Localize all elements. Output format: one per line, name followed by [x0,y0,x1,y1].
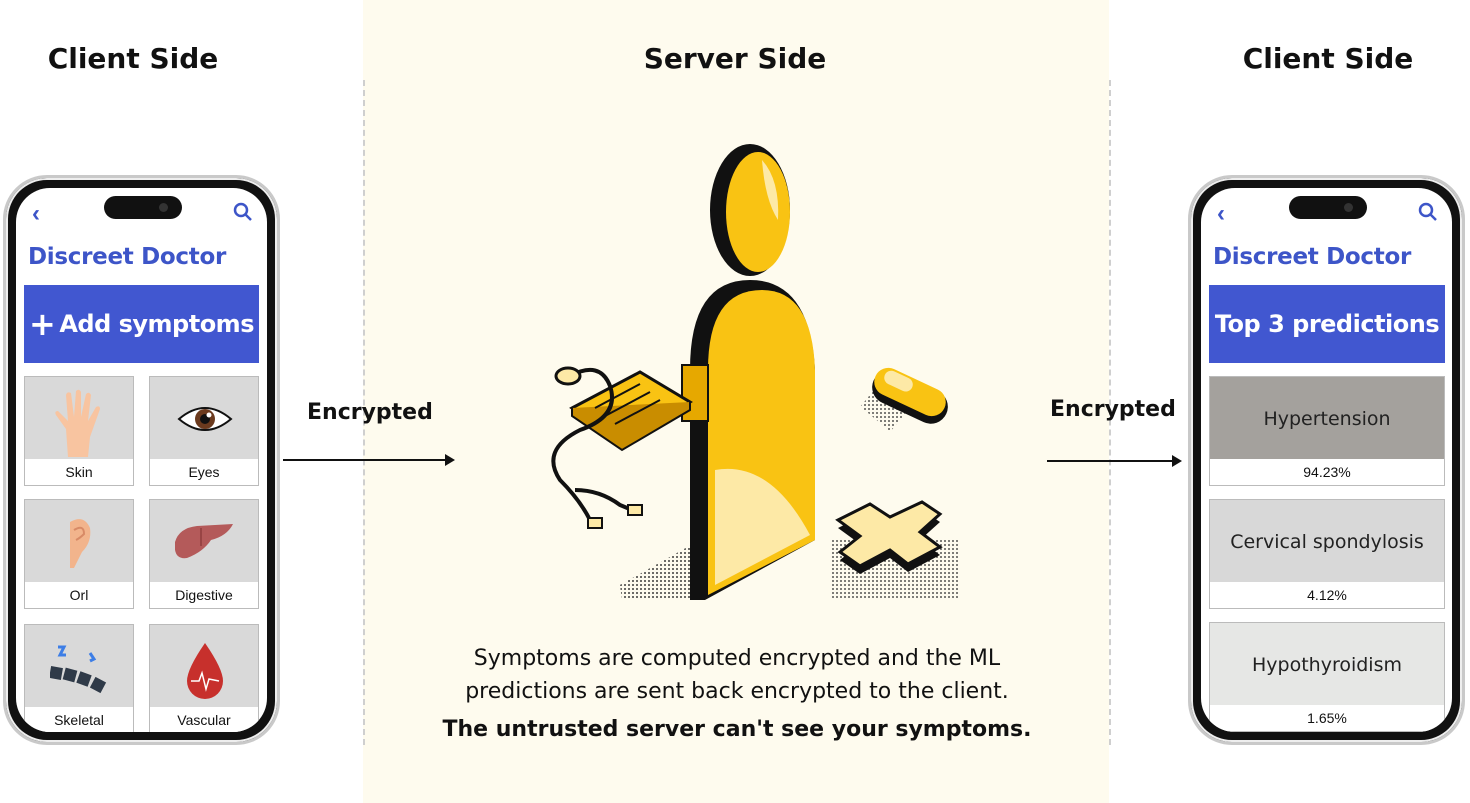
medical-cross-icon [830,500,960,600]
stethoscope-icon [551,367,633,521]
clipboard-icon [569,370,693,452]
spine-icon [50,645,107,694]
add-symptoms-label: Add symptoms [59,310,254,338]
category-label: Skin [25,459,133,485]
add-symptoms-button[interactable]: +Add symptoms [24,285,259,363]
category-label: Digestive [150,582,258,608]
hand-icon [55,389,100,457]
prediction-probability: 1.65% [1210,705,1444,731]
search-icon[interactable] [1418,202,1438,222]
liver-icon [175,524,233,559]
prediction-name: Hypertension [1263,408,1391,430]
prediction-probability: 94.23% [1210,459,1444,485]
category-label: Eyes [150,459,258,485]
client-phone-results: ‹ Discreet Doctor Top 3 predictions Hype… [1188,175,1465,745]
plus-icon: + [29,305,56,343]
dynamic-island [1289,196,1367,219]
category-skin[interactable]: Skin [24,376,134,486]
prediction-card[interactable]: Hypertension 94.23% [1209,376,1445,486]
heading-server: Server Side [643,42,827,75]
category-orl[interactable]: Orl [24,499,134,609]
category-label: Skeletal [25,707,133,732]
dynamic-island [104,196,182,219]
caption-line-1: Symptoms are computed encrypted and the … [473,646,1001,671]
category-vascular[interactable]: Vascular [149,624,259,732]
back-chevron-icon[interactable]: ‹ [32,200,40,227]
divider-left [363,80,365,745]
category-skeletal[interactable]: Skeletal [24,624,134,732]
arrow-to-client [1047,455,1182,467]
category-label: Vascular [150,707,258,732]
divider-right [1109,80,1111,745]
caption-line-3: The untrusted server can't see your symp… [442,717,1032,742]
ear-icon [70,519,91,568]
encrypted-label-right: Encrypted [1050,397,1176,422]
caption-line-2: predictions are sent back encrypted to t… [465,679,1009,704]
eye-icon [177,407,233,431]
encrypted-label-left: Encrypted [307,400,433,425]
blood-drop-icon [187,643,223,699]
prediction-probability: 4.12% [1210,582,1444,608]
pill-icon [860,367,948,432]
top-predictions-banner: Top 3 predictions [1209,285,1445,363]
heading-client-right: Client Side [1242,42,1414,75]
category-digestive[interactable]: Digestive [149,499,259,609]
app-title: Discreet Doctor [28,244,227,270]
prediction-card[interactable]: Cervical spondylosis 4.12% [1209,499,1445,609]
prediction-name: Cervical spondylosis [1230,531,1424,553]
arrow-to-server [283,454,455,466]
category-label: Orl [25,582,133,608]
search-icon[interactable] [233,202,253,222]
client-phone-input: ‹ Discreet Doctor +Add symptoms Skin Eye… [3,175,280,745]
category-eyes[interactable]: Eyes [149,376,259,486]
prediction-card[interactable]: Hypothyroidism 1.65% [1209,622,1445,732]
heading-client-left: Client Side [47,42,219,75]
server-person-illustration [551,144,960,600]
back-chevron-icon[interactable]: ‹ [1217,200,1225,227]
app-title: Discreet Doctor [1213,244,1412,270]
prediction-name: Hypothyroidism [1252,654,1402,676]
